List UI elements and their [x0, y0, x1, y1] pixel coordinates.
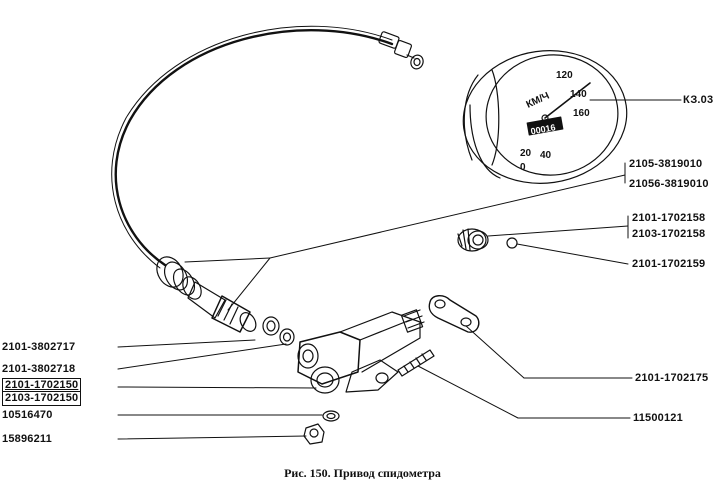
gauge-odometer: 00016: [530, 122, 556, 136]
label-stud: 11500121: [633, 412, 683, 424]
gauge-unit: КМ/Ч: [525, 91, 552, 111]
label-gear-b: 2103-1702158: [632, 228, 706, 240]
label-housing-a: 2101-1702150: [2, 378, 82, 392]
gauge-mark-140: 140: [570, 89, 587, 100]
label-housing-b: 2103-1702150: [2, 391, 82, 406]
label-plate: 2101-1702175: [635, 372, 709, 384]
lock-washer: [322, 410, 340, 422]
label-ball: 2101-1702159: [632, 258, 706, 270]
label-gear-a: 2101-1702158: [632, 212, 706, 224]
label-nut: 2101-3802717: [2, 341, 76, 353]
label-hexnut: 15896211: [2, 433, 52, 445]
stud-part: [397, 349, 435, 377]
o-ring-part: [279, 328, 295, 346]
gauge-mark-20: 20: [520, 148, 532, 159]
label-cable-a: 2105-3819010: [629, 158, 703, 170]
gauge-mark-40: 40: [540, 150, 552, 161]
cable-top-connector: [378, 31, 424, 70]
gauge-mark-0: 0: [520, 162, 526, 173]
washer-part: [262, 316, 280, 336]
gauge-mark-160: 160: [573, 108, 590, 119]
speedometer-gauge: [462, 50, 682, 184]
driven-gear: [457, 228, 489, 252]
drive-housing: [297, 309, 425, 394]
ball-part: [506, 237, 518, 249]
label-lockwasher: 10516470: [2, 409, 53, 421]
cable-bottom-fitting: [156, 256, 257, 333]
figure-caption: Рис. 150. Привод спидометра: [284, 466, 441, 480]
hex-nut: [303, 423, 325, 445]
speedometer-cable: [114, 28, 394, 267]
flange-plate: [428, 295, 480, 333]
label-cable-b: 21056-3819010: [629, 178, 709, 190]
gauge-mark-120: 120: [556, 70, 573, 81]
label-washer: 2101-3802718: [2, 363, 76, 375]
label-gauge: КЗ.03: [683, 94, 714, 106]
